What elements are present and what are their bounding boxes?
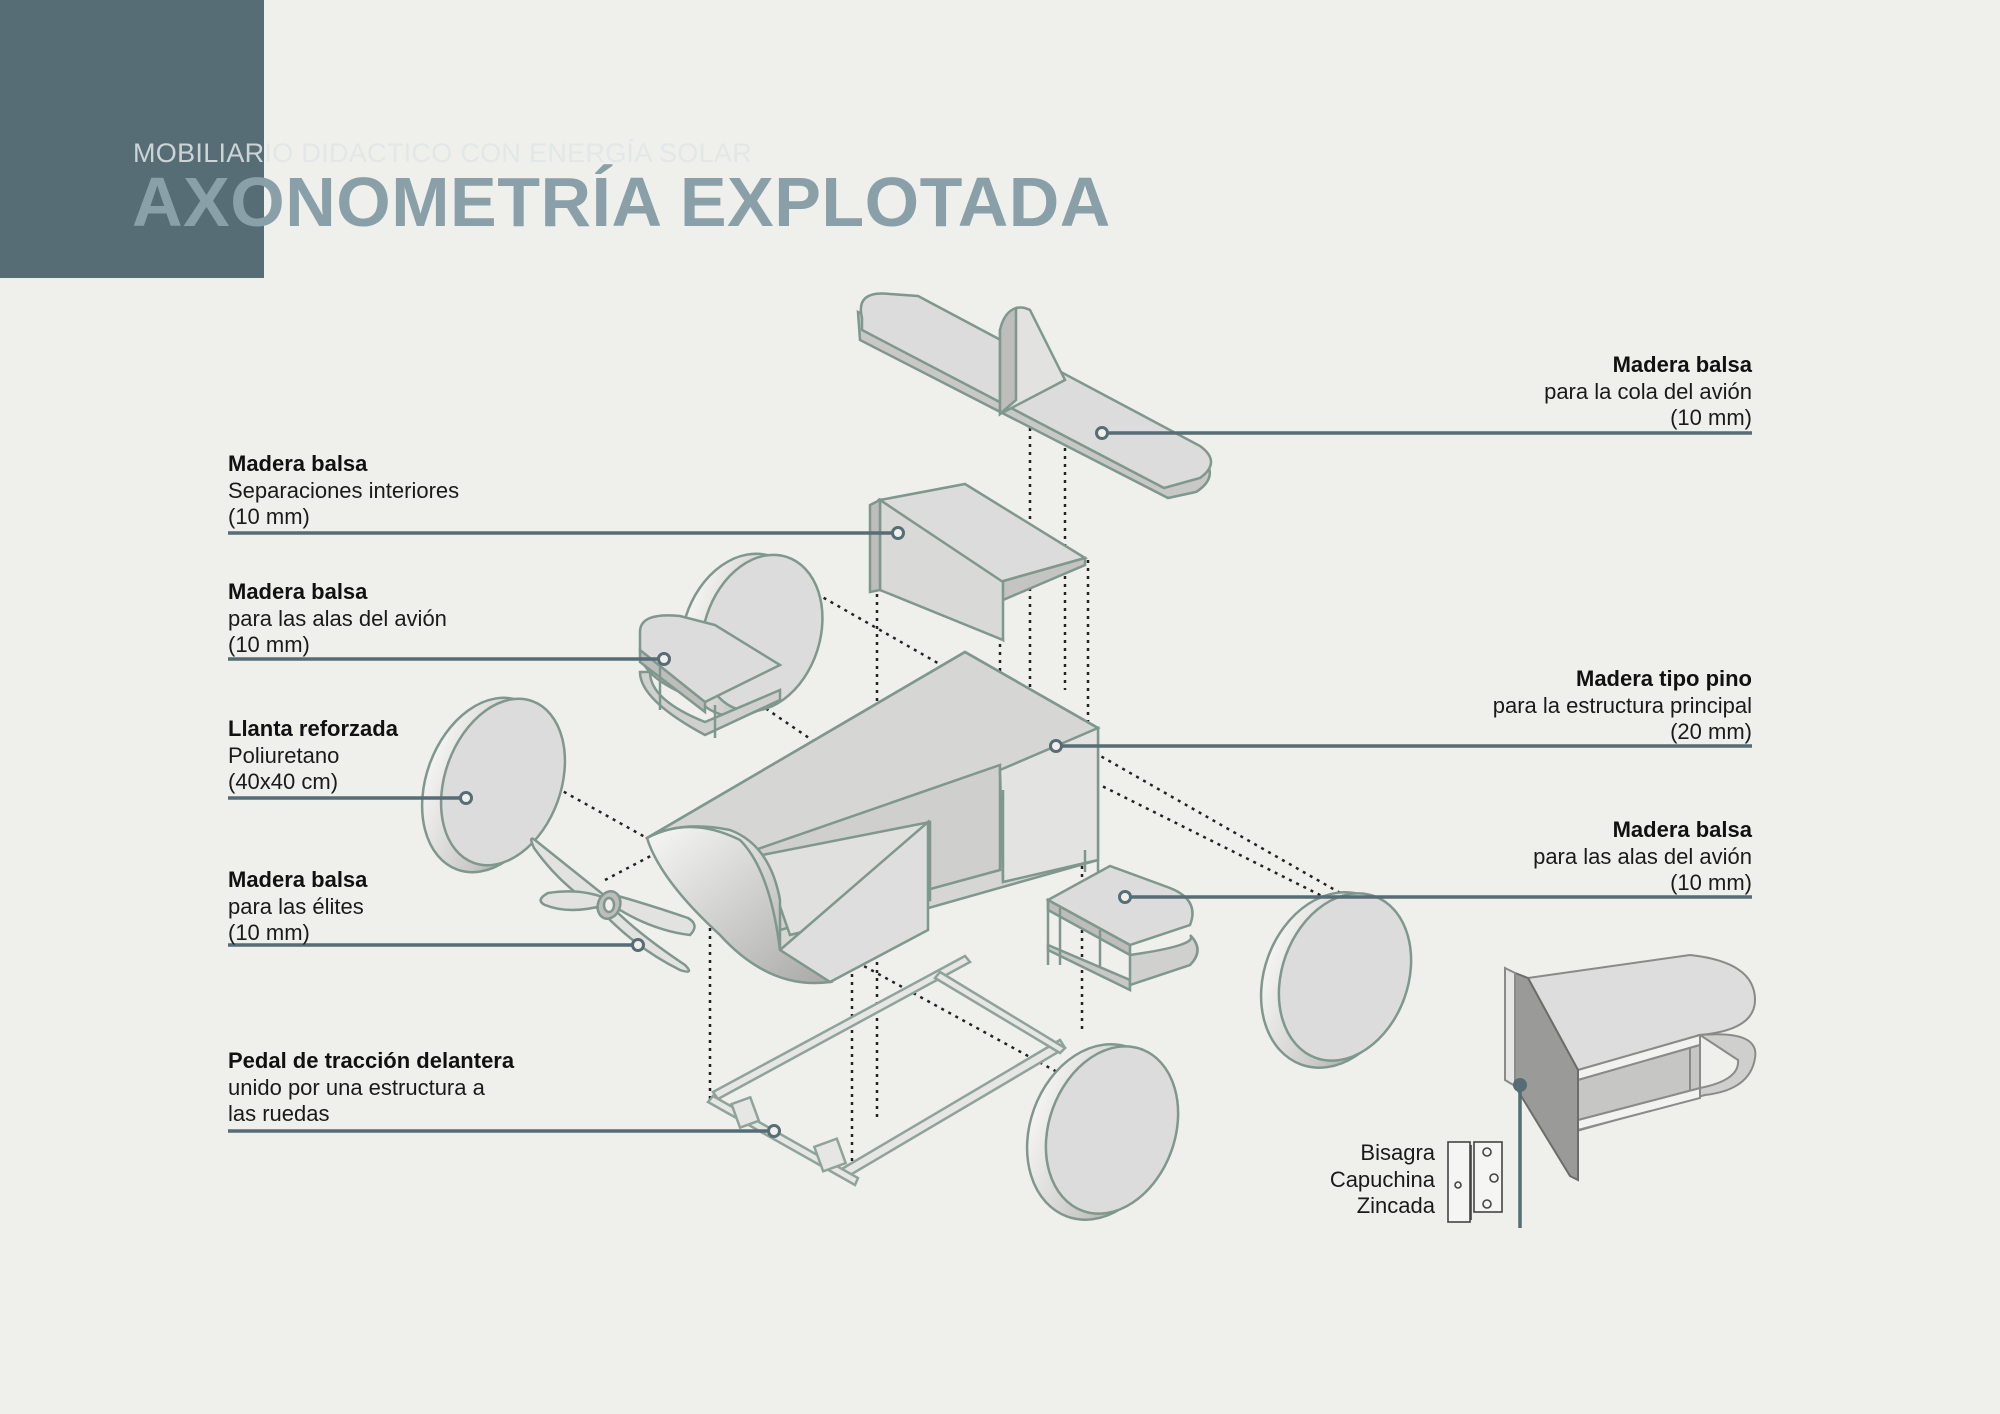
label-title: Madera balsa (1612, 817, 1752, 842)
airplane-wing-right (1045, 864, 1199, 993)
label-elites: Madera balsa para las élites (10 mm) (228, 867, 367, 947)
accent-block (0, 0, 264, 278)
wheel-back-right (1259, 891, 1413, 1069)
airplane-wing-left (638, 614, 783, 738)
leader-dots (459, 426, 1527, 1138)
label-bisagra: Bisagra Capuchina Zincada (1330, 1140, 1435, 1220)
label-title: Madera balsa (228, 451, 368, 476)
label-line: las ruedas (228, 1101, 330, 1126)
label-line: Zincada (1356, 1193, 1435, 1218)
label-line: (10 mm) (1670, 405, 1752, 430)
label-line: Bisagra (1360, 1140, 1435, 1165)
label-line: para la cola del avión (1544, 378, 1752, 404)
label-estructura: Madera tipo pino para la estructura prin… (1493, 666, 1752, 746)
page-title: AXONOMETRÍA EXPLOTADA (132, 163, 1111, 241)
label-line: para las alas del avión (228, 605, 447, 631)
label-alas-izq: Madera balsa para las alas del avión (10… (228, 579, 447, 659)
hinge-icon (1447, 1141, 1503, 1223)
label-title: Pedal de tracción delantera (228, 1048, 515, 1073)
label-title: Madera balsa (1612, 352, 1752, 377)
label-line: unido por una estructura a (228, 1074, 485, 1100)
label-line: (20 mm) (1670, 719, 1752, 744)
label-line: para las élites (228, 893, 364, 919)
airplane-tail (856, 292, 1213, 500)
label-line: (10 mm) (1670, 870, 1752, 895)
label-line: (10 mm) (228, 632, 310, 657)
label-title: Llanta reforzada (228, 716, 398, 741)
label-line: (10 mm) (228, 920, 310, 945)
interior-separation (868, 482, 1089, 643)
label-cola: Madera balsa para la cola del avión (10 … (1544, 352, 1752, 432)
wheel-front-right (1025, 1043, 1180, 1221)
label-title: Madera balsa (228, 867, 368, 892)
wheel-front-left (420, 696, 567, 874)
label-llanta: Llanta reforzada Poliuretano (40x40 cm) (228, 716, 398, 796)
label-line: Separaciones interiores (228, 477, 460, 503)
label-line: (40x40 cm) (228, 769, 339, 794)
page-subtitle: MOBILIARIO DIDACTICO CON ENERGÍA SOLAR (133, 138, 753, 168)
hinge-detail-module (1504, 953, 1757, 1182)
propeller (530, 837, 696, 973)
label-alas-der: Madera balsa para las alas del avión (10… (1533, 817, 1752, 897)
label-line: (10 mm) (228, 504, 310, 529)
label-pedal: Pedal de tracción delantera unido por un… (228, 1048, 514, 1128)
label-title: Madera balsa (228, 579, 368, 604)
pedal-frame (706, 954, 1068, 1187)
label-separaciones: Madera balsa Separaciones interiores (10… (228, 451, 459, 531)
main-structure (644, 650, 1101, 985)
label-title: Madera tipo pino (1576, 666, 1752, 691)
label-line: Poliuretano (228, 742, 340, 768)
label-line: para la estructura principal (1492, 692, 1752, 718)
label-line: para las alas del avión (1533, 843, 1752, 869)
leader-lines (228, 431, 1752, 1228)
label-line: Capuchina (1329, 1166, 1435, 1192)
